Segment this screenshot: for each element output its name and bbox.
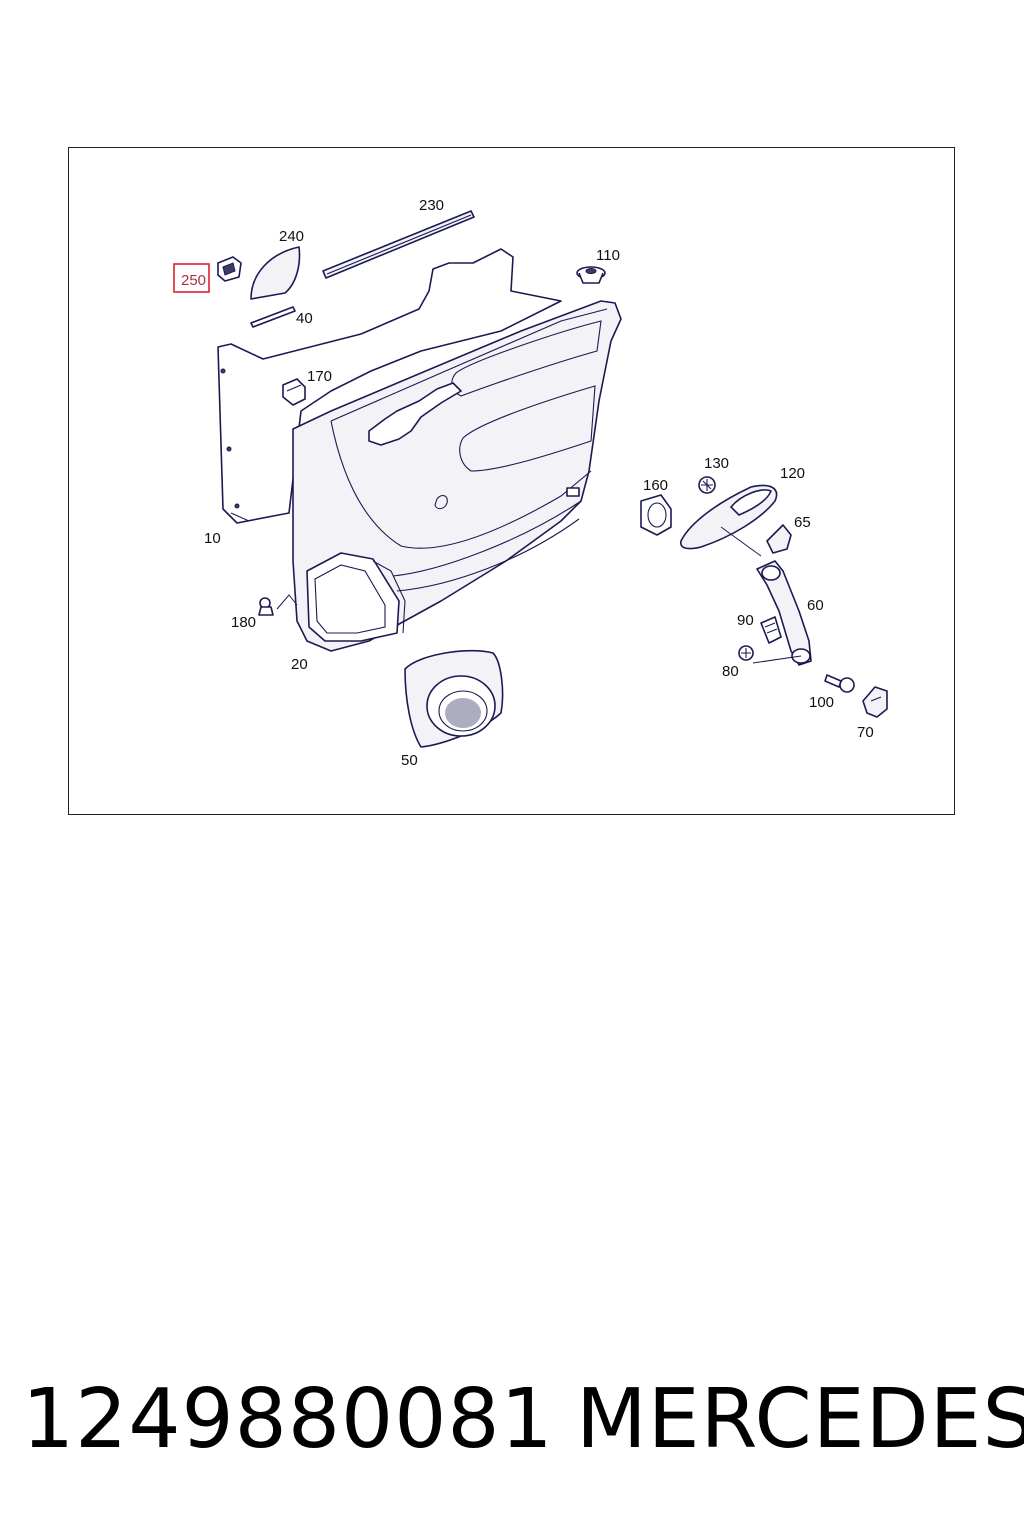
callout-180: 180 (231, 614, 256, 631)
diagram-frame: 230 240 250 40 110 170 10 180 20 50 160 … (68, 147, 955, 815)
part-number: 1249880081 (22, 1372, 554, 1467)
callout-170: 170 (307, 368, 332, 385)
callout-100: 100 (809, 694, 834, 711)
callout-130: 130 (704, 455, 729, 472)
footer: 1249880081 MERCEDES (0, 1365, 1024, 1475)
part-60-pull-handle (756, 560, 812, 666)
part-65-cap (766, 524, 792, 554)
sheet-hole (226, 446, 232, 452)
part-100-screw (839, 677, 855, 693)
part-160-bezel (640, 494, 672, 536)
sheet-hole (234, 503, 240, 509)
trim-clip (566, 487, 580, 497)
callout-90: 90 (737, 612, 754, 629)
part-240-corner-cover (250, 246, 301, 300)
callout-10: 10 (204, 530, 221, 547)
callout-80: 80 (722, 663, 739, 680)
callout-160: 160 (643, 477, 668, 494)
callout-50: 50 (401, 752, 418, 769)
part-70-hook-clip (862, 686, 888, 718)
callout-60: 60 (807, 597, 824, 614)
sheet-hole (220, 368, 226, 374)
callout-240: 240 (279, 228, 304, 245)
callout-250: 250 (181, 272, 206, 289)
parts-diagram: 230 240 250 40 110 170 10 180 20 50 160 … (173, 197, 888, 769)
part-40-strip (250, 306, 296, 328)
callout-65: 65 (794, 514, 811, 531)
callout-120: 120 (780, 465, 805, 482)
callout-70: 70 (857, 724, 874, 741)
brand-name: MERCEDES (576, 1372, 1024, 1467)
callout-20: 20 (291, 656, 308, 673)
callout-110: 110 (596, 247, 620, 264)
highlight-box (173, 263, 210, 293)
callout-230: 230 (419, 197, 444, 214)
callout-40: 40 (296, 310, 313, 327)
part-90-clip (760, 616, 782, 644)
